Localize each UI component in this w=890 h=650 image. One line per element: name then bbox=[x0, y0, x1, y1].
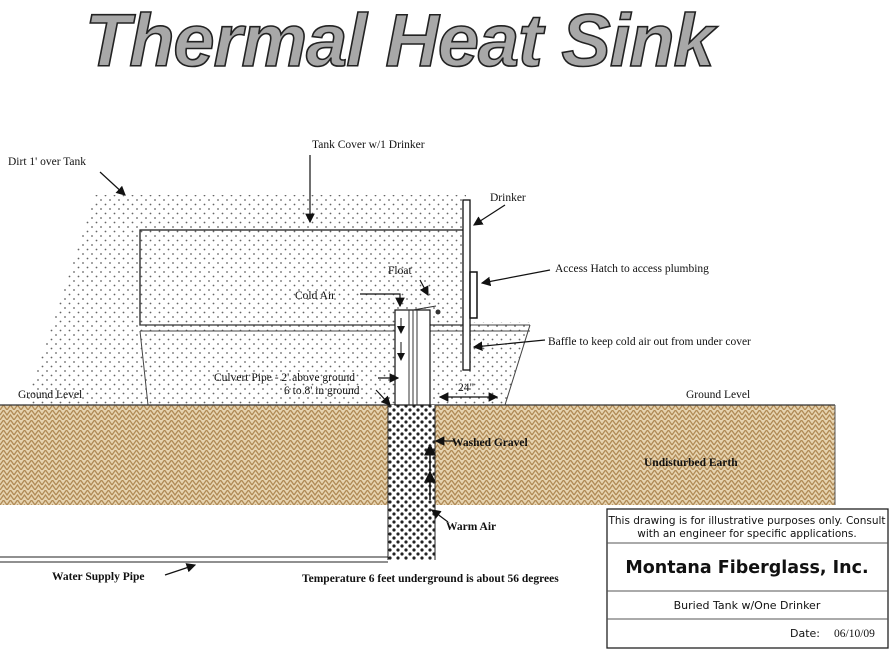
label-washed-gravel: Washed Gravel bbox=[452, 437, 528, 449]
label-ground-level-right: Ground Level bbox=[686, 389, 750, 401]
label-drinker: Drinker bbox=[490, 192, 526, 204]
label-dirt: Dirt 1' over Tank bbox=[8, 156, 86, 168]
label-tank-cover: Tank Cover w/1 Drinker bbox=[312, 139, 425, 151]
drawing-name: Buried Tank w/One Drinker bbox=[674, 599, 821, 612]
label-access-hatch: Access Hatch to access plumbing bbox=[555, 263, 709, 275]
tank-wall-left bbox=[139, 330, 149, 406]
tank-wall-right bbox=[504, 324, 531, 406]
dirt-under-baffle bbox=[466, 322, 530, 405]
leader-arrows bbox=[99, 155, 551, 576]
label-water-supply: Water Supply Pipe bbox=[52, 571, 144, 583]
disclaimer-line-1: This drawing is for illustrative purpose… bbox=[607, 515, 885, 527]
label-cold-air: Cold Air bbox=[295, 290, 335, 302]
label-culvert-1: Culvert Pipe - 2' above ground bbox=[214, 372, 355, 384]
label-culvert-2: 6 to 8' in ground bbox=[284, 385, 360, 397]
label-distance: 24" bbox=[458, 382, 474, 394]
label-float: Float bbox=[388, 265, 412, 277]
label-ground-level-left: Ground Level bbox=[18, 389, 82, 401]
label-temperature: Temperature 6 feet underground is about … bbox=[302, 573, 559, 585]
float bbox=[435, 309, 441, 315]
drinker bbox=[462, 199, 471, 371]
disclaimer-line-2: with an engineer for specific applicatio… bbox=[637, 528, 856, 540]
label-baffle: Baffle to keep cold air out from under c… bbox=[548, 336, 751, 348]
washed-gravel-column bbox=[388, 405, 435, 560]
date-value: 06/10/09 bbox=[834, 628, 875, 640]
access-hatch bbox=[469, 271, 478, 319]
label-warm-air: Warm Air bbox=[446, 521, 496, 533]
company-name: Montana Fiberglass, Inc. bbox=[625, 558, 868, 578]
dirt-mound bbox=[25, 195, 466, 405]
title-block: This drawing is for illustrative purpose… bbox=[606, 508, 889, 649]
diagram-title: Thermal Heat Sink bbox=[85, 0, 719, 82]
date-label: Date: bbox=[790, 627, 820, 640]
label-undisturbed-earth: Undisturbed Earth bbox=[644, 457, 738, 469]
